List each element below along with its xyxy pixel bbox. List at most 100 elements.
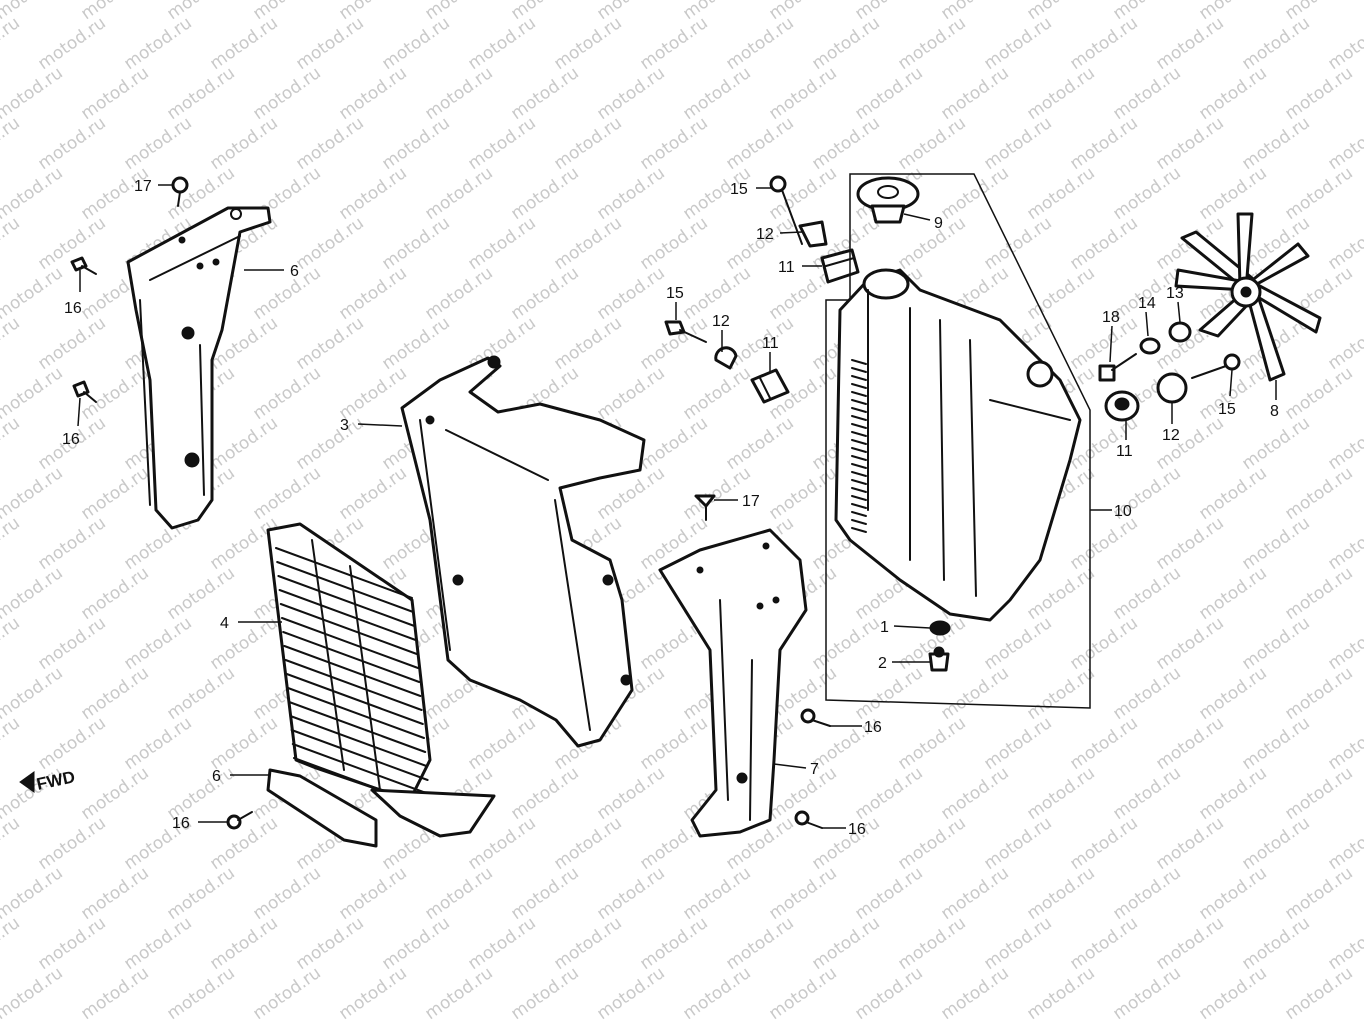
callout-16-lower-left: 16 — [172, 815, 190, 832]
watermark-text: motod.ru — [1238, 13, 1313, 74]
watermark-text: motod.ru — [421, 163, 496, 224]
part-6-lower-plate — [266, 768, 496, 848]
drain-bolt-2 — [928, 646, 950, 672]
watermark-text: motod.ru — [765, 963, 840, 1023]
watermark-text: motod.ru — [808, 613, 883, 674]
watermark-text: motod.ru — [1152, 913, 1227, 974]
watermark-text: motod.ru — [593, 963, 668, 1023]
watermark-text: motod.ru — [507, 163, 582, 224]
watermark-text: motod.ru — [937, 63, 1012, 124]
watermark-text: motod.ru — [464, 913, 539, 974]
part-3-shroud — [400, 355, 646, 748]
watermark-text: motod.ru — [980, 13, 1055, 74]
watermark-text: motod.ru — [421, 263, 496, 324]
watermark-text: motod.ru — [894, 913, 969, 974]
bolt-16-mid-left — [72, 380, 97, 403]
watermark-text: motod.ru — [1109, 563, 1184, 624]
watermark-text: motod.ru — [292, 13, 367, 74]
watermark-text: motod.ru — [206, 713, 281, 774]
watermark-text: motod.ru — [1195, 763, 1270, 824]
watermark-text: motod.ru — [593, 263, 668, 324]
watermark-text: motod.ru — [1023, 563, 1098, 624]
watermark-text: motod.ru — [1109, 763, 1184, 824]
watermark-text: motod.ru — [378, 13, 453, 74]
watermark-text: motod.ru — [206, 13, 281, 74]
watermark-text: motod.ru — [1109, 663, 1184, 724]
watermark-text: motod.ru — [163, 863, 238, 924]
callout-4: 4 — [220, 615, 229, 632]
watermark-text: motod.ru — [120, 613, 195, 674]
callout-15-right: 15 — [1218, 401, 1236, 418]
radiator-cap-9 — [856, 176, 920, 224]
watermark-text: motod.ru — [34, 13, 109, 74]
watermark-text: motod.ru — [292, 313, 367, 374]
watermark-text: motod.ru — [464, 213, 539, 274]
callout-18: 18 — [1102, 309, 1120, 326]
watermark-text: motod.ru — [1238, 113, 1313, 174]
watermark-text: motod.ru — [120, 13, 195, 74]
watermark-text: motod.ru — [765, 163, 840, 224]
bolt-15-right — [1191, 353, 1241, 379]
watermark-text: motod.ru — [808, 13, 883, 74]
watermark-text: motod.ru — [335, 63, 410, 124]
watermark-text: motod.ru — [1281, 563, 1356, 624]
watermark-text: motod.ru — [765, 463, 840, 524]
watermark-text: motod.ru — [1152, 13, 1227, 74]
watermark-text: motod.ru — [1152, 813, 1227, 874]
watermark-text: motod.ru — [0, 313, 24, 374]
watermark-text: motod.ru — [1066, 13, 1141, 74]
watermark-text: motod.ru — [1023, 163, 1098, 224]
watermark-text: motod.ru — [378, 213, 453, 274]
watermark-text: motod.ru — [34, 513, 109, 574]
washer-14 — [1139, 337, 1161, 355]
watermark-text: motod.ru — [1195, 63, 1270, 124]
watermark-text: motod.ru — [0, 963, 67, 1023]
bolt-16-lower-left — [226, 811, 253, 830]
watermark-text: motod.ru — [1066, 713, 1141, 774]
bolt-16-right-upper — [800, 708, 831, 727]
watermark-text: motod.ru — [808, 813, 883, 874]
nut-13 — [1168, 321, 1192, 343]
watermark-text: motod.ru — [0, 13, 24, 74]
watermark-text: motod.ru — [335, 163, 410, 224]
watermark-text: motod.ru — [808, 113, 883, 174]
bolt-18 — [1098, 353, 1137, 382]
watermark-text: motod.ru — [249, 363, 324, 424]
callout-16-upper-left: 16 — [64, 300, 82, 317]
watermark-text: motod.ru — [1023, 63, 1098, 124]
bolt-17-upper — [171, 176, 189, 207]
watermark-text: motod.ru — [0, 913, 24, 974]
watermark-text: motod.ru — [421, 963, 496, 1023]
watermark-text: motod.ru — [77, 963, 152, 1023]
watermark-text: motod.ru — [163, 963, 238, 1023]
watermark-text: motod.ru — [206, 113, 281, 174]
watermark-text: motod.ru — [679, 963, 754, 1023]
watermark-text: motod.ru — [77, 63, 152, 124]
watermark-text: motod.ru — [0, 213, 24, 274]
watermark-text: motod.ru — [1238, 713, 1313, 774]
watermark-text: motod.ru — [636, 13, 711, 74]
watermark-text: motod.ru — [34, 613, 109, 674]
watermark-text: motod.ru — [722, 13, 797, 74]
part-4-grille — [266, 522, 432, 809]
watermark-text: motod.ru — [1195, 863, 1270, 924]
watermark-text: motod.ru — [1281, 863, 1356, 924]
watermark-text: motod.ru — [34, 913, 109, 974]
watermark-text: motod.ru — [851, 663, 926, 724]
watermark-text: motod.ru — [851, 863, 926, 924]
watermark-text: motod.ru — [1281, 763, 1356, 824]
watermark-text: motod.ru — [421, 863, 496, 924]
callout-leaders — [77, 184, 1277, 829]
watermark-text: motod.ru — [1023, 963, 1098, 1023]
watermark-text: motod.ru — [1281, 163, 1356, 224]
watermark-text: motod.ru — [550, 113, 625, 174]
bolt-15-upper — [769, 175, 803, 245]
watermark-text: motod.ru — [1195, 163, 1270, 224]
watermark-text: motod.ru — [1195, 963, 1270, 1023]
watermark-text: motod.ru — [507, 863, 582, 924]
watermark-text: motod.ru — [464, 713, 539, 774]
callout-6-upper: 6 — [290, 263, 299, 280]
callout-9: 9 — [934, 215, 943, 232]
callout-16-right-lower: 16 — [848, 821, 866, 838]
